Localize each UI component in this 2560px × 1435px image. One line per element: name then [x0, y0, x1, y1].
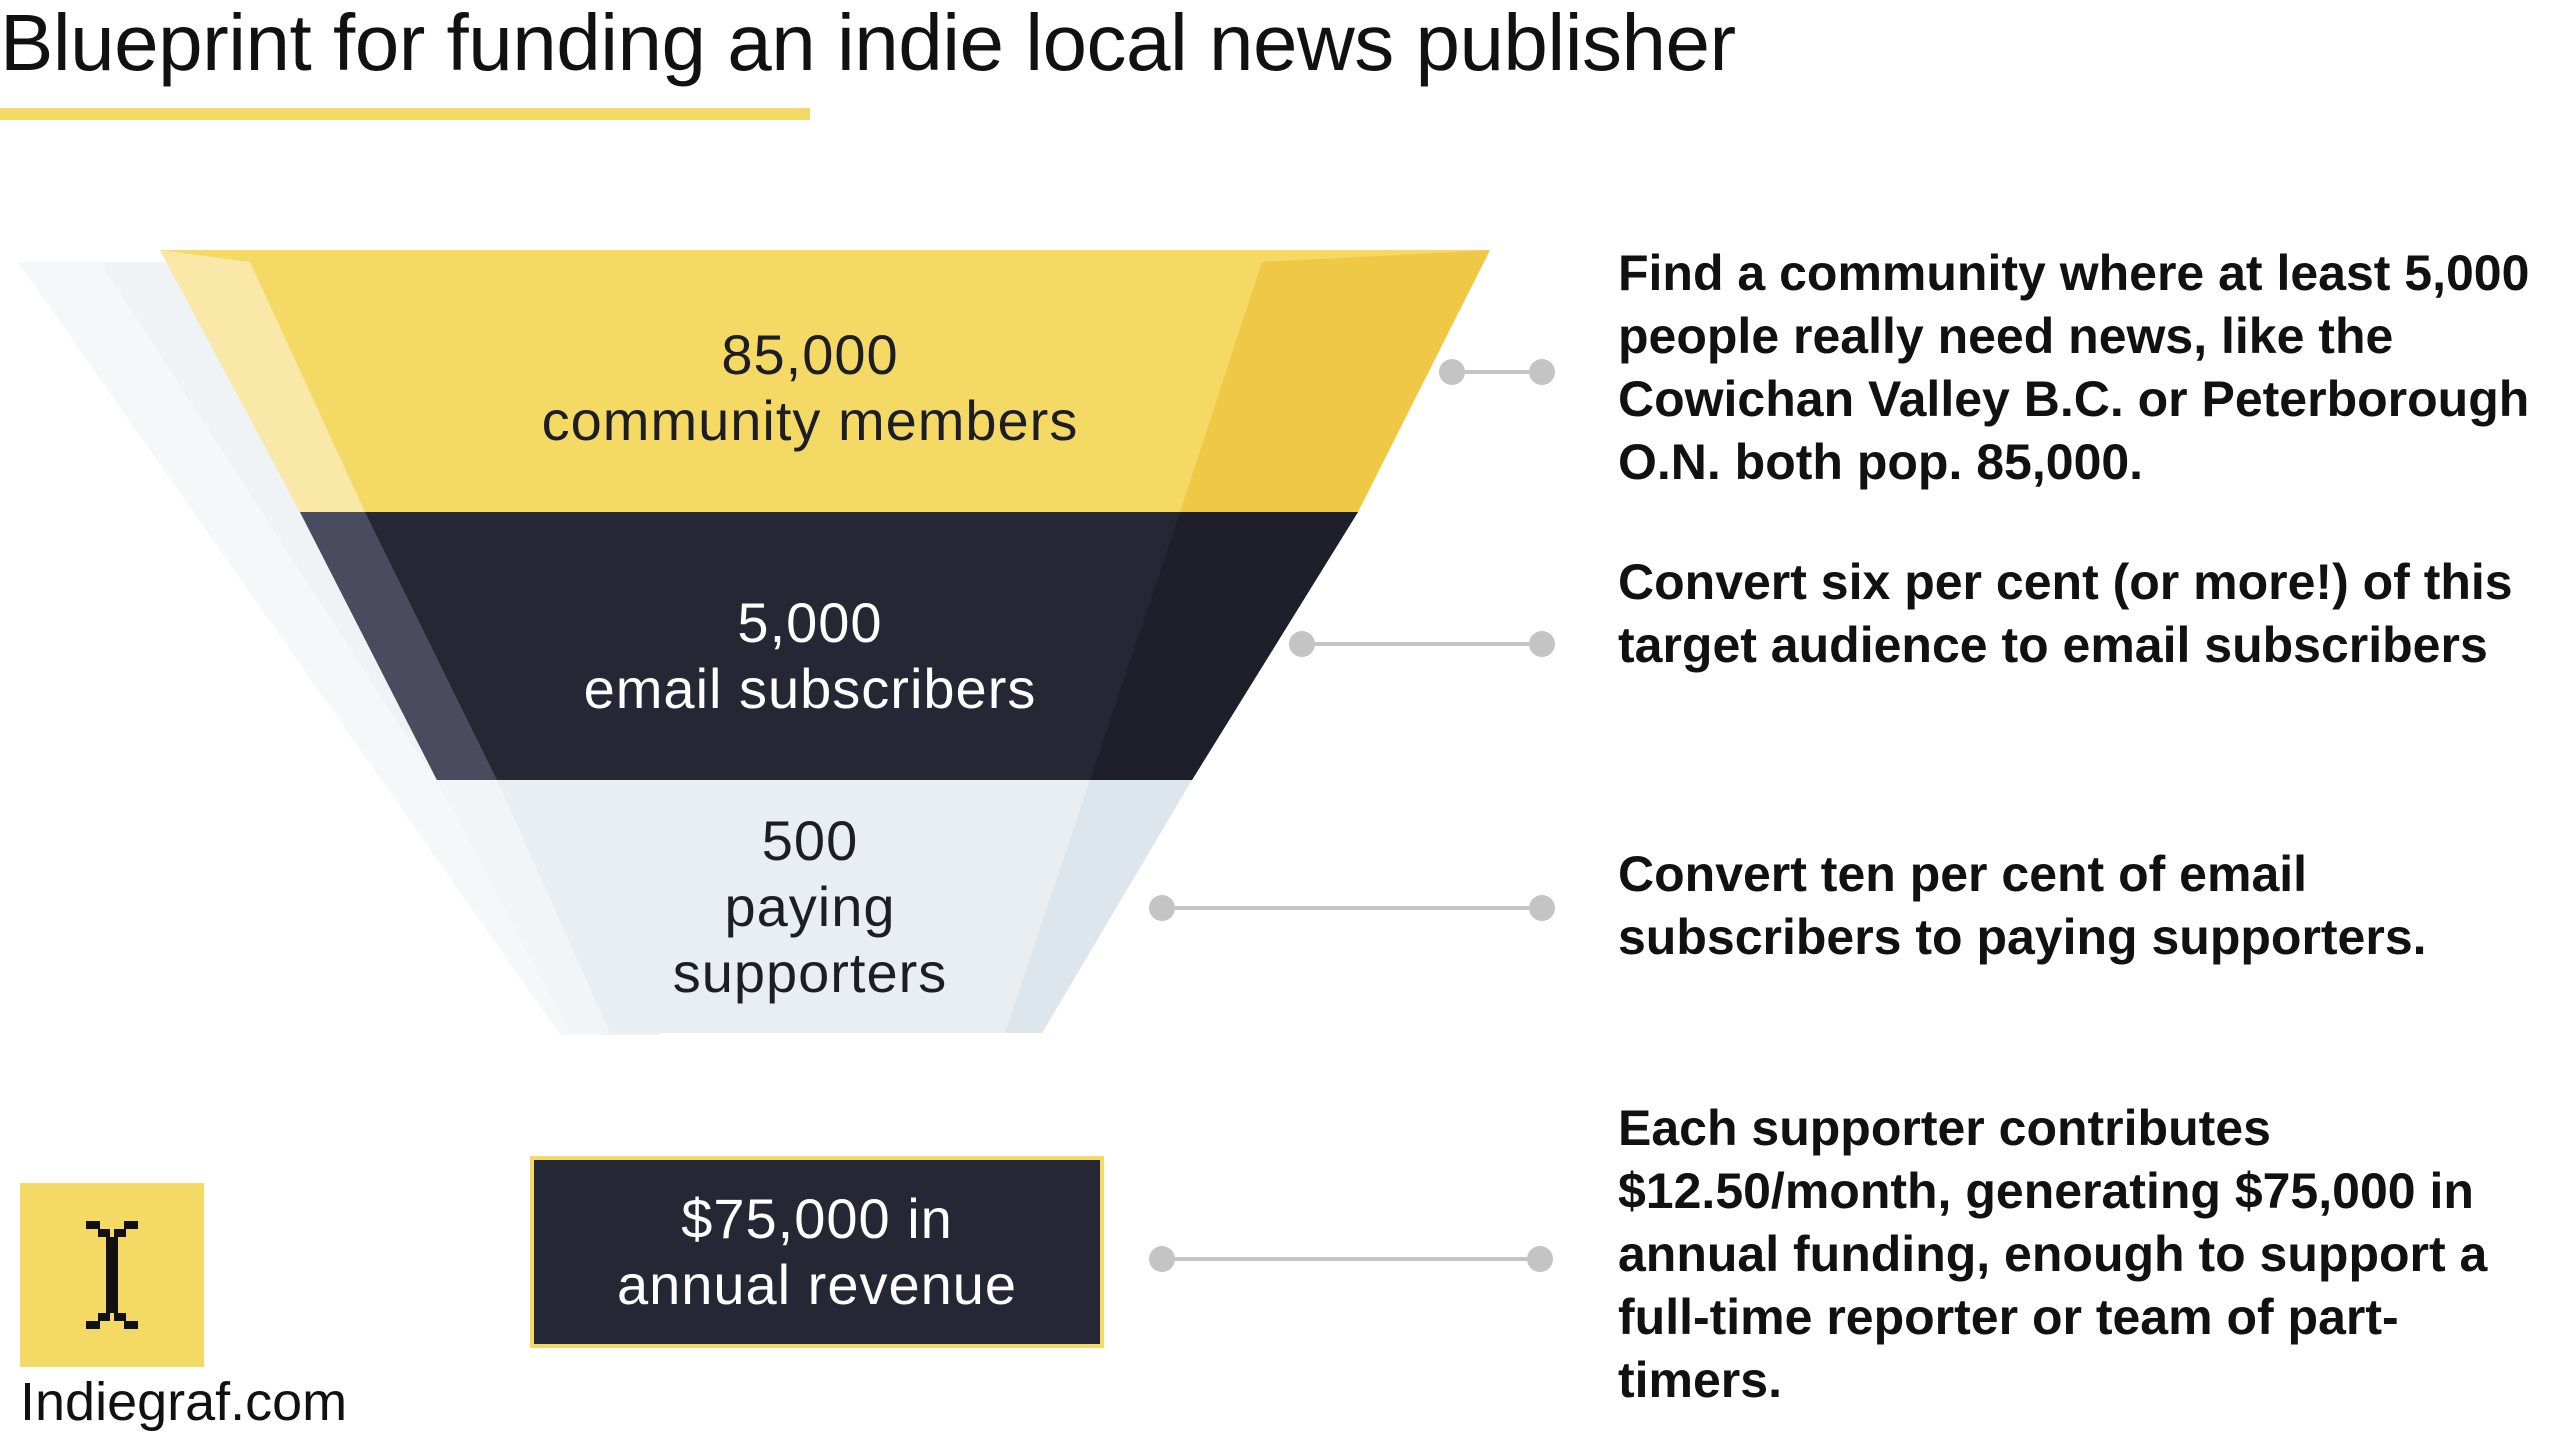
description-paying-conversion: Convert ten per cent of email subscriber… — [1618, 846, 2427, 965]
stage-3-label-line2: supporters — [672, 941, 948, 1004]
logo-glyph — [86, 1221, 138, 1329]
funnel-stage-2-left-light — [300, 512, 497, 780]
brand-site-link[interactable]: Indiegraf.com — [20, 1372, 348, 1432]
connector-2 — [1289, 631, 1555, 657]
funnel-stage-1-left-light — [160, 250, 365, 512]
connector-3 — [1149, 895, 1555, 921]
title-underline — [0, 108, 810, 120]
stage-3-label-line1: paying — [724, 875, 896, 938]
stage-1-label: community members — [541, 389, 1079, 452]
funnel-stage-3-band — [437, 780, 1192, 1033]
stage-email-subscribers: 5,000 email subscribers — [460, 590, 1160, 722]
funnel-stage-2-band — [300, 512, 1358, 780]
connector-1 — [1439, 359, 1555, 385]
funnel-stage-1-right-shade — [1180, 250, 1490, 512]
description-community: Find a community where at least 5,000 pe… — [1618, 245, 2530, 490]
cursor-i-icon — [20, 1183, 204, 1367]
funnel-stage-3-left-light — [437, 780, 610, 1033]
page-title: Blueprint for funding an indie local new… — [0, 0, 1736, 87]
funnel-stage-2-right-shade — [1090, 512, 1358, 780]
revenue-line-1: $75,000 in — [681, 1187, 953, 1250]
funnel-stage-1-band — [160, 250, 1490, 512]
funnel-shadow-outer — [18, 262, 610, 1035]
stage-2-number: 5,000 — [737, 591, 883, 654]
stage-2-label: email subscribers — [583, 657, 1037, 720]
revenue-box: $75,000 in annual revenue — [530, 1156, 1104, 1348]
revenue-line-2: annual revenue — [616, 1253, 1018, 1316]
connector-4 — [1149, 1246, 1553, 1272]
stage-paying-supporters: 500 paying supporters — [560, 808, 1060, 1006]
stage-1-number: 85,000 — [721, 323, 899, 386]
description-revenue: Each supporter contributes $12.50/month,… — [1618, 1100, 2488, 1408]
stage-community-members: 85,000 community members — [460, 322, 1160, 454]
description-email-conversion: Convert six per cent (or more!) of this … — [1618, 554, 2513, 673]
stage-3-number: 500 — [761, 809, 859, 872]
funnel-stage-3-right-shade — [1005, 780, 1192, 1033]
